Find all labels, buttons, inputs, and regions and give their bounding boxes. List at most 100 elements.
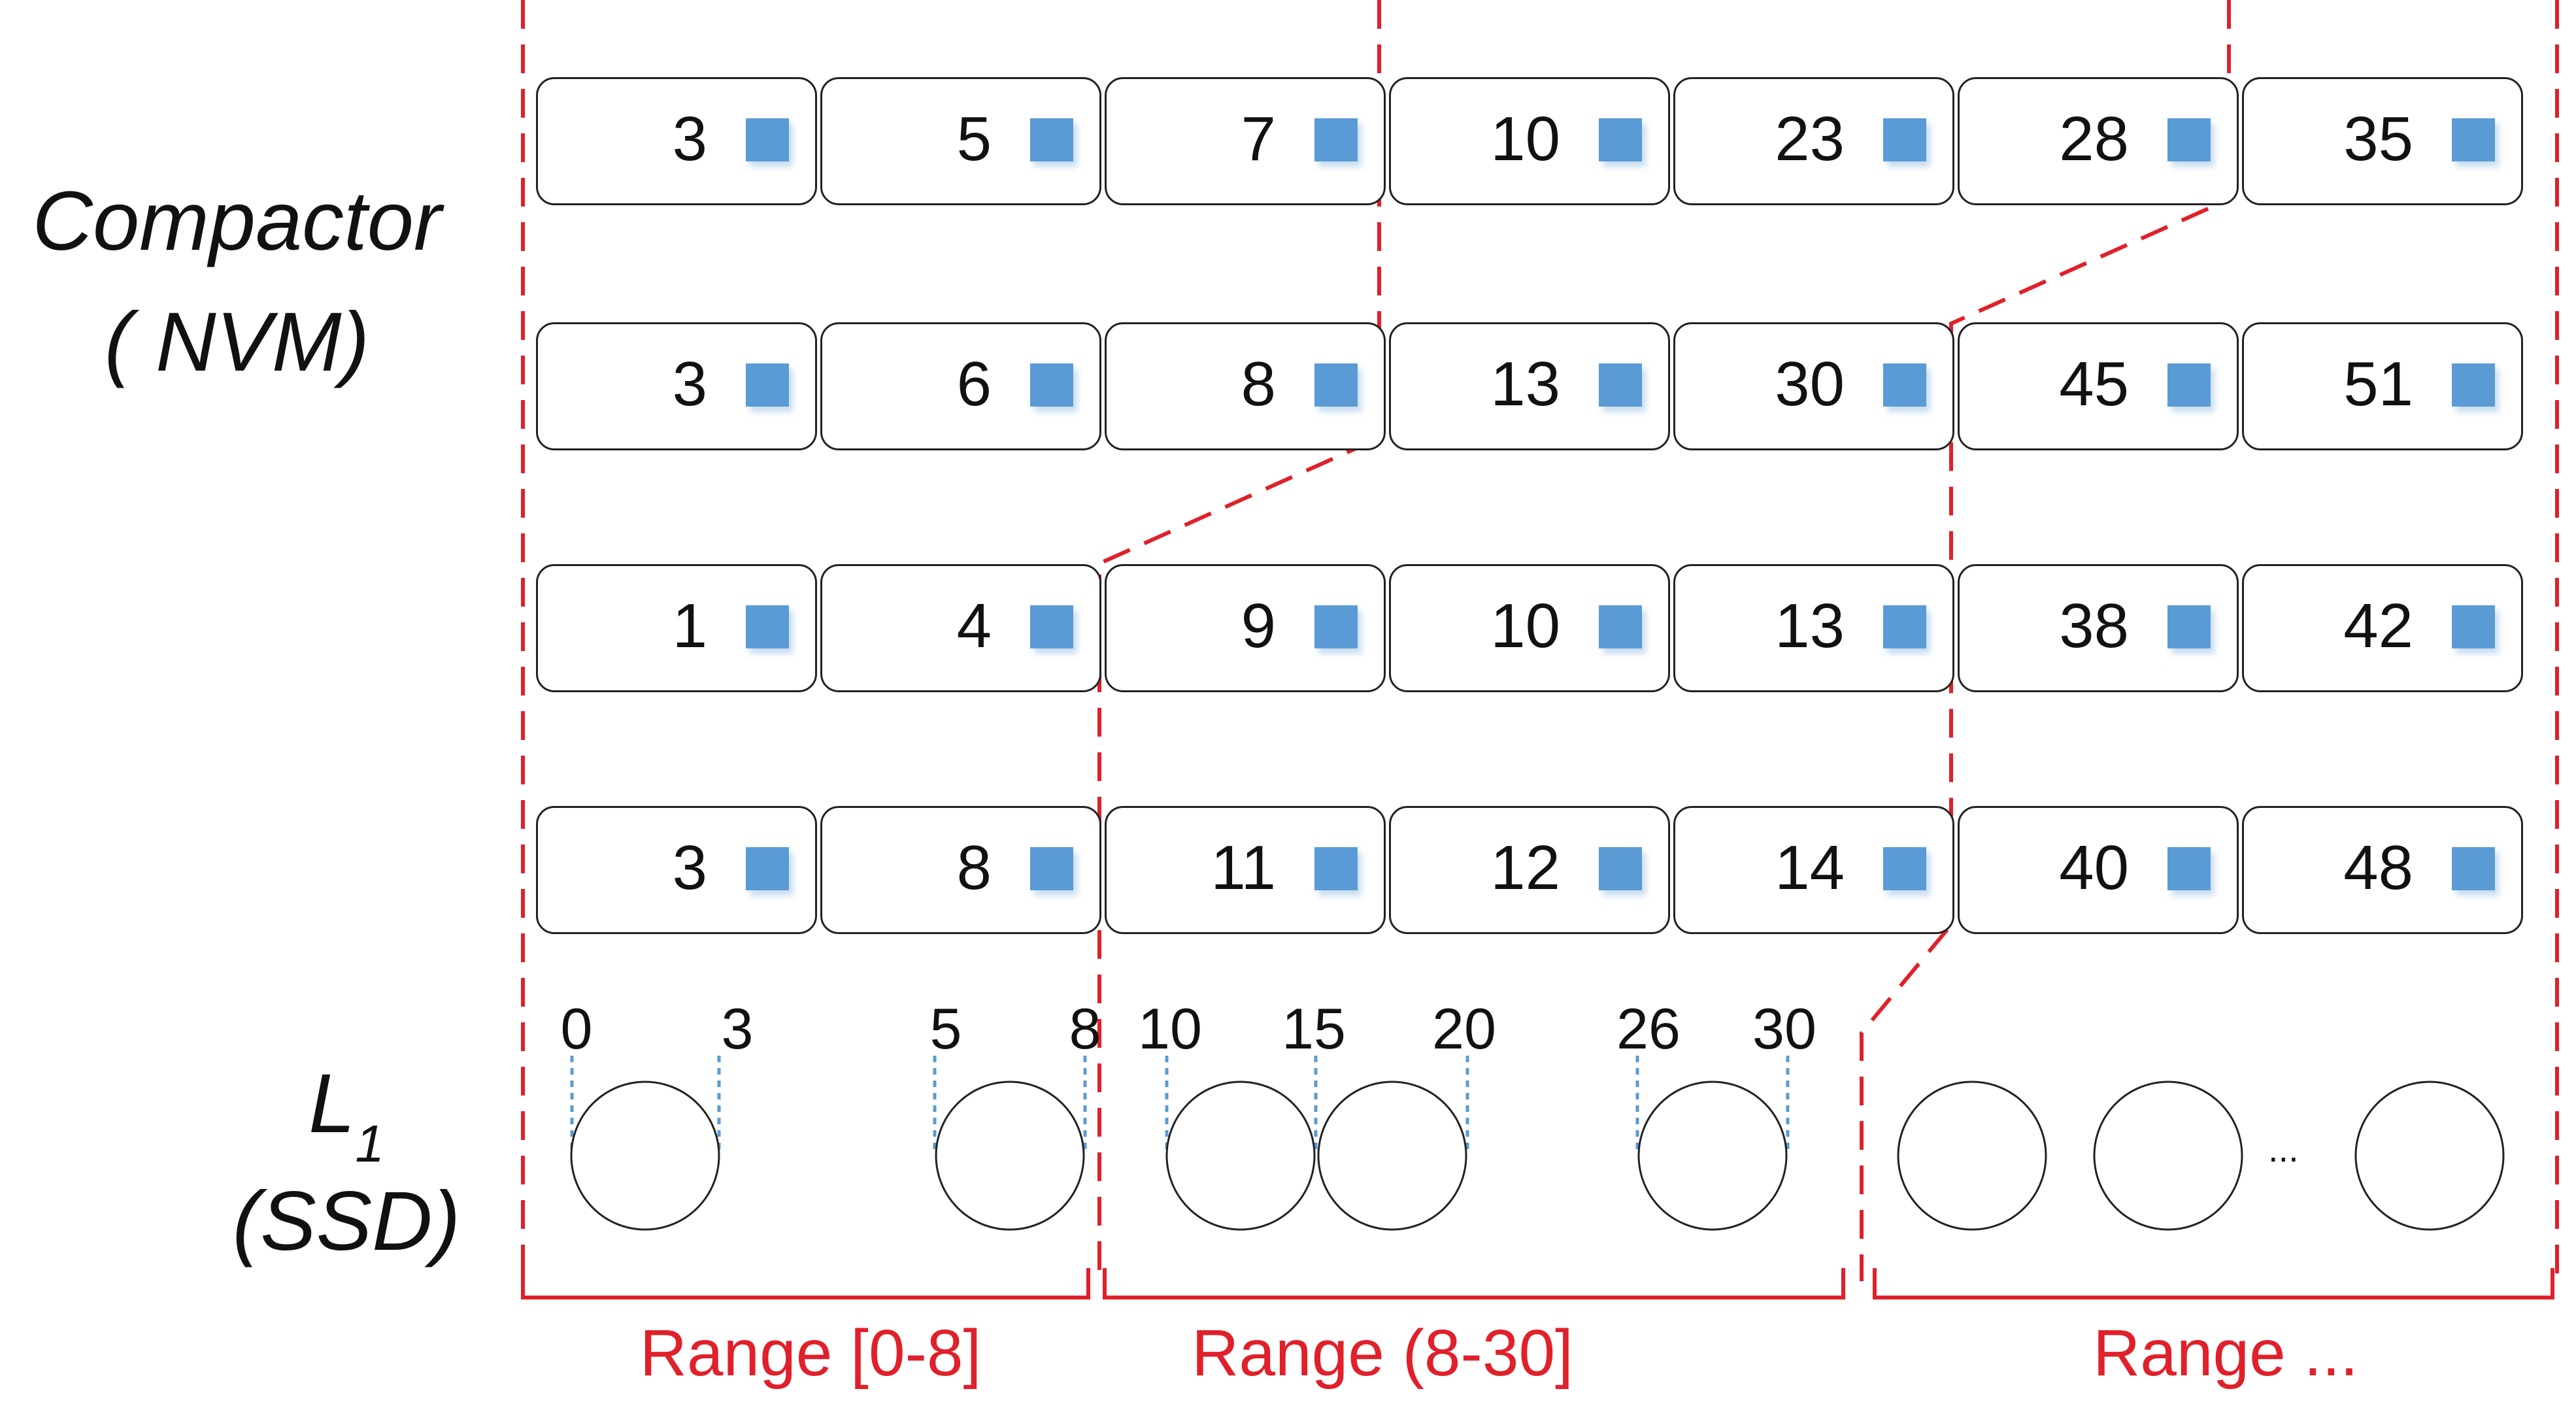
- key-cell: 3: [536, 322, 817, 450]
- range-label-3: Range ...: [2093, 1316, 2358, 1390]
- ssd-key-tick: 5: [929, 996, 962, 1061]
- value-marker: [2452, 847, 2495, 890]
- key-value: 14: [1775, 833, 1845, 903]
- key-value: 45: [2059, 349, 2129, 419]
- value-marker: [1030, 118, 1073, 161]
- key-cell: 4: [820, 564, 1101, 692]
- ssd-key-tick: 30: [1752, 996, 1816, 1061]
- key-value: 6: [956, 349, 992, 419]
- key-value: 48: [2343, 833, 2413, 903]
- value-marker: [746, 363, 789, 407]
- l1-subscript: 1: [355, 1114, 384, 1173]
- key-value: 8: [1241, 349, 1276, 419]
- value-marker: [1030, 847, 1073, 890]
- key-value: 23: [1775, 104, 1845, 174]
- key-cell: 10: [1389, 564, 1670, 692]
- key-cell: 45: [1958, 322, 2239, 450]
- sstable-circle: [1637, 1081, 1788, 1231]
- key-cell: 38: [1958, 564, 2239, 692]
- key-cell: 8: [820, 806, 1101, 934]
- key-cell: 1: [536, 564, 817, 692]
- key-cell: 40: [1958, 806, 2239, 934]
- partition-line-1: [1097, 0, 1381, 1281]
- value-marker: [746, 847, 789, 890]
- key-value: 13: [1490, 349, 1560, 419]
- sstable-circle: [1897, 1081, 2047, 1231]
- ssd-key-tick: 0: [560, 996, 593, 1061]
- ssd-key-tick: 15: [1282, 996, 1346, 1061]
- value-marker: [1883, 847, 1926, 890]
- value-marker: [1314, 605, 1358, 648]
- value-marker: [746, 605, 789, 648]
- key-cell: 14: [1673, 806, 1954, 934]
- key-cell: 28: [1958, 77, 2239, 205]
- key-value: 10: [1490, 104, 1560, 174]
- value-marker: [1599, 118, 1642, 161]
- key-cell: 13: [1389, 322, 1670, 450]
- ssd-label: (SSD): [232, 1175, 461, 1268]
- key-cell: 5: [820, 77, 1101, 205]
- key-cell: 8: [1105, 322, 1386, 450]
- key-value: 9: [1241, 591, 1276, 661]
- key-cell: 42: [2242, 564, 2523, 692]
- key-value: 28: [2059, 104, 2129, 174]
- key-cell: 6: [820, 322, 1101, 450]
- range-label-2: Range (8-30]: [1192, 1316, 1573, 1390]
- key-cell: 48: [2242, 806, 2523, 934]
- value-marker: [1883, 118, 1926, 161]
- value-marker: [1599, 605, 1642, 648]
- value-marker: [1030, 363, 1073, 407]
- key-cell: 3: [536, 77, 817, 205]
- more-sstables-ellipsis: ...: [2268, 1128, 2299, 1169]
- sstable-circle: [2354, 1081, 2505, 1231]
- ssd-sstables: [570, 1081, 2505, 1231]
- sstable-circle: [2093, 1081, 2243, 1231]
- key-cell: 35: [2242, 77, 2523, 205]
- key-value: 7: [1241, 104, 1276, 174]
- value-marker: [2167, 847, 2211, 890]
- range-bracket-2: [1103, 1268, 1845, 1299]
- value-marker: [1883, 605, 1926, 648]
- sstable-circle: [935, 1081, 1085, 1231]
- key-value: 8: [956, 833, 992, 903]
- nvm-row-4: 3 8 11 12 14 40 48: [536, 806, 2523, 937]
- nvm-row-1: 3 5 7 10 23 28 35: [536, 77, 2523, 208]
- value-marker: [746, 118, 789, 161]
- value-marker: [1314, 118, 1358, 161]
- key-cell: 51: [2242, 322, 2523, 450]
- value-marker: [1599, 847, 1642, 890]
- value-marker: [1030, 605, 1073, 648]
- key-value: 40: [2059, 833, 2129, 903]
- value-marker: [1314, 847, 1358, 890]
- ssd-key-tick: 3: [721, 996, 754, 1061]
- value-marker: [1883, 363, 1926, 407]
- key-value: 4: [956, 591, 992, 661]
- value-marker: [1314, 363, 1358, 407]
- nvm-row-2: 3 6 8 13 30 45 51: [536, 322, 2523, 453]
- key-cell: 12: [1389, 806, 1670, 934]
- key-cell: 3: [536, 806, 817, 934]
- key-value: 30: [1775, 349, 1845, 419]
- l1-letter: L: [309, 1057, 356, 1150]
- key-value: 12: [1490, 833, 1560, 903]
- key-value: 13: [1775, 591, 1845, 661]
- key-value: 11: [1211, 833, 1276, 903]
- key-guides: [570, 1056, 1790, 1152]
- sstable-circle: [1317, 1081, 1467, 1231]
- value-marker: [2452, 118, 2495, 161]
- key-cell: 30: [1673, 322, 1954, 450]
- key-value: 51: [2343, 349, 2413, 419]
- sstable-circle: [570, 1081, 720, 1231]
- value-marker: [2167, 605, 2211, 648]
- key-cell: 10: [1389, 77, 1670, 205]
- range-label-1: Range [0-8]: [639, 1316, 982, 1390]
- compactor-label: Compactor: [32, 175, 442, 268]
- key-value: 38: [2059, 591, 2129, 661]
- key-value: 3: [672, 833, 707, 903]
- key-cell: 13: [1673, 564, 1954, 692]
- value-marker: [2452, 605, 2495, 648]
- value-marker: [2167, 363, 2211, 407]
- key-value: 35: [2343, 104, 2413, 174]
- key-value: 1: [672, 591, 707, 661]
